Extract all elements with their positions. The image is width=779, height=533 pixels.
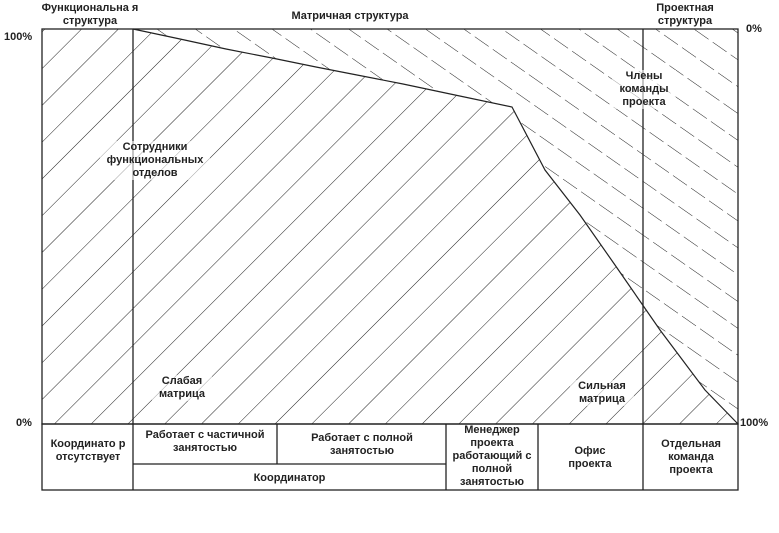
axis-left-top: 100% <box>4 31 33 43</box>
axis-right-bottom: 100% <box>740 417 769 429</box>
functional-staff-area <box>42 29 738 424</box>
label-weak-matrix: Слабая матрица <box>152 375 212 401</box>
label-functional-staff: Сотрудники функциональных отделов <box>100 141 210 180</box>
axis-left-bottom: 0% <box>16 417 32 429</box>
boundary-line <box>132 28 739 425</box>
team-members-area <box>133 29 738 424</box>
label-strong-matrix: Сильная матрица <box>570 380 634 406</box>
cell-separate-team: Отдельная команда проекта <box>661 438 721 476</box>
cell-coordinator: Координатор <box>253 472 326 484</box>
cell-part-time: Работает с частичной занятостью <box>145 429 265 454</box>
header-matrix: Матричная структура <box>291 10 409 22</box>
cell-project-office: Офис проекта <box>568 445 612 470</box>
table-frame <box>41 423 739 491</box>
header-project: Проектная структура <box>656 2 714 27</box>
header-functional: Функциональна я структура <box>41 2 139 27</box>
cell-full-time: Работает с полной занятостью <box>311 432 413 457</box>
label-team-members: Члены команды проекта <box>612 70 676 109</box>
axis-right-top: 0% <box>746 23 762 35</box>
cell-no-coordinator: Координато р отсутствует <box>50 438 126 463</box>
cell-full-time-manager: Менеджер проекта работающий с полной зан… <box>452 424 532 488</box>
